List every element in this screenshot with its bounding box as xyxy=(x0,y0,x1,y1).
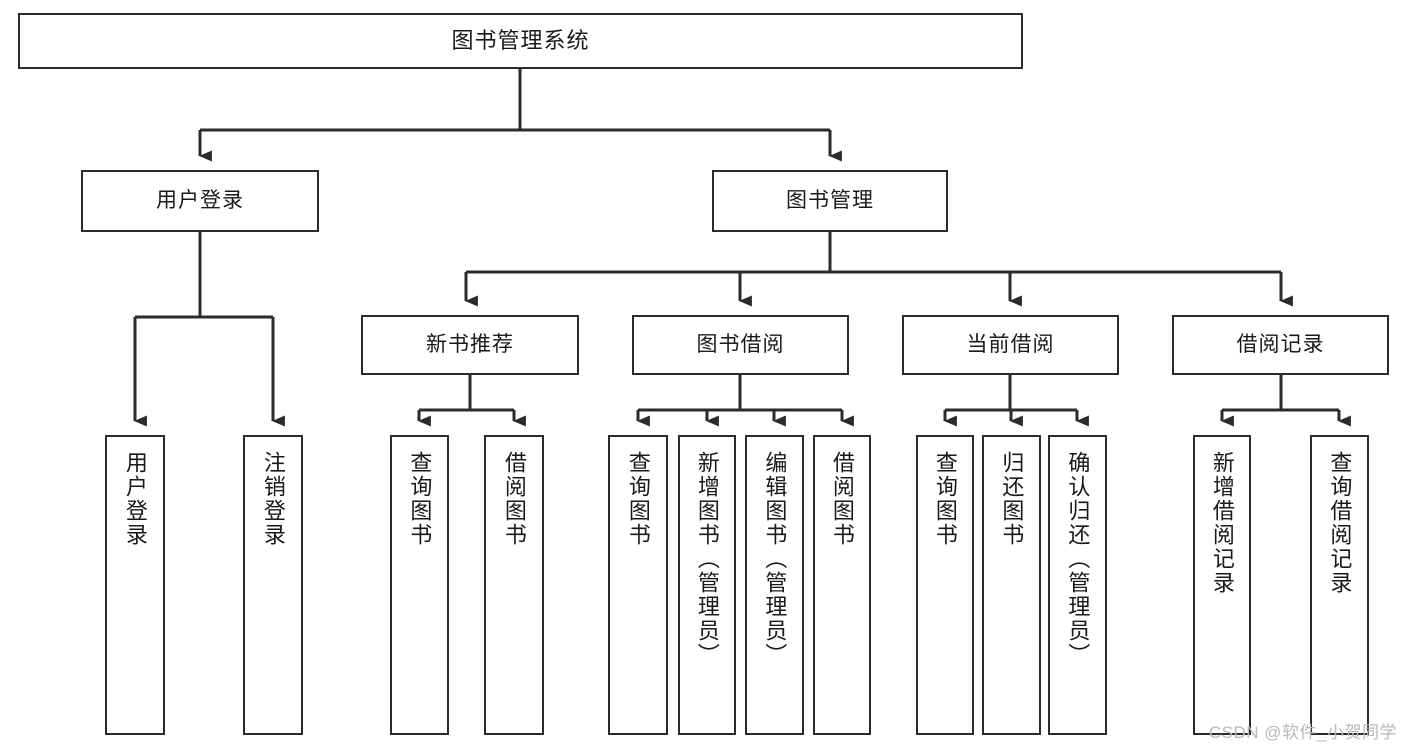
leaf-label: 新增图书（管理员） xyxy=(694,451,720,667)
node-label: 图书借阅 xyxy=(696,333,785,357)
leaf-label: 查询借阅记录 xyxy=(1327,451,1353,595)
node-label: 用户登录 xyxy=(156,189,244,213)
node-book-borrow[interactable]: 图书借阅 xyxy=(632,315,849,375)
node-label: 当前借阅 xyxy=(966,333,1055,357)
leaf-label: 查询图书 xyxy=(407,451,433,547)
node-user-login[interactable]: 用户登录 xyxy=(81,170,319,232)
node-label: 图书管理 xyxy=(786,189,874,213)
leaf-node[interactable]: 编辑图书（管理员） xyxy=(745,435,804,735)
node-label: 借阅记录 xyxy=(1236,333,1325,357)
leaf-label: 新增借阅记录 xyxy=(1209,451,1235,595)
node-label: 新书推荐 xyxy=(426,333,514,357)
leaf-label: 借阅图书 xyxy=(829,451,855,547)
leaf-label: 借阅图书 xyxy=(501,451,527,547)
leaf-label: 用户登录 xyxy=(122,451,148,547)
leaf-node[interactable]: 新增借阅记录 xyxy=(1193,435,1251,735)
watermark: CSDN @软件_小贺同学 xyxy=(1208,723,1397,742)
node-root-label: 图书管理系统 xyxy=(451,27,590,53)
node-borrow-record[interactable]: 借阅记录 xyxy=(1172,315,1389,375)
leaf-node[interactable]: 注销登录 xyxy=(243,435,303,735)
leaf-node[interactable]: 归还图书 xyxy=(982,435,1041,735)
node-current-borrow[interactable]: 当前借阅 xyxy=(902,315,1119,375)
leaf-label: 查询图书 xyxy=(932,451,958,547)
leaf-node[interactable]: 查询借阅记录 xyxy=(1310,435,1369,735)
leaf-label: 确认归还（管理员） xyxy=(1065,451,1091,667)
leaf-node[interactable]: 确认归还（管理员） xyxy=(1048,435,1107,735)
leaf-node[interactable]: 新增图书（管理员） xyxy=(678,435,736,735)
leaf-label: 编辑图书（管理员） xyxy=(762,451,788,667)
node-book-management[interactable]: 图书管理 xyxy=(712,170,948,232)
node-new-book-recommend[interactable]: 新书推荐 xyxy=(361,315,579,375)
leaf-node[interactable]: 借阅图书 xyxy=(484,435,544,735)
leaf-label: 注销登录 xyxy=(260,451,286,547)
leaf-node[interactable]: 借阅图书 xyxy=(813,435,871,735)
leaf-label: 归还图书 xyxy=(999,451,1025,547)
leaf-node[interactable]: 查询图书 xyxy=(916,435,974,735)
node-root[interactable]: 图书管理系统 xyxy=(18,13,1023,69)
leaf-label: 查询图书 xyxy=(625,451,651,547)
leaf-node[interactable]: 查询图书 xyxy=(390,435,449,735)
leaf-node[interactable]: 用户登录 xyxy=(105,435,165,735)
leaf-node[interactable]: 查询图书 xyxy=(608,435,668,735)
